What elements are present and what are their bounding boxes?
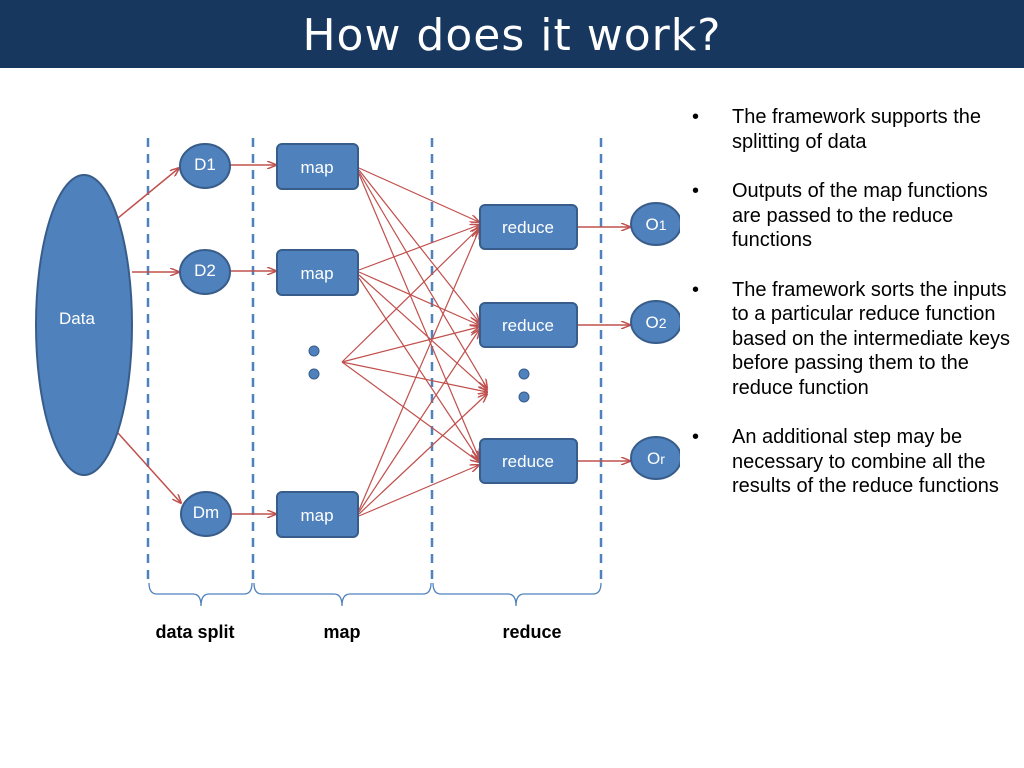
map-node-label: map (300, 158, 333, 177)
output-node-label: O (645, 215, 658, 234)
bullet-text: Outputs of the map functions are passed … (732, 180, 988, 251)
reduce-node-label: reduce (502, 218, 554, 237)
output-node-subscript: 2 (659, 315, 667, 331)
split-node-label: Dm (193, 503, 219, 522)
svg-text:Or: Or (647, 449, 665, 468)
brace (148, 582, 253, 607)
stage-braces (148, 582, 602, 607)
bullet-text: The framework supports the splitting of … (732, 106, 981, 153)
output-node: O2 (630, 300, 680, 344)
arrow (358, 167, 479, 222)
arrow (358, 169, 479, 322)
map-node-label: map (300, 506, 333, 525)
svg-text:O2: O2 (645, 313, 666, 332)
stage-label-reduce: reduce (502, 622, 561, 642)
split-node-label: D2 (194, 261, 216, 280)
arrow (117, 168, 179, 219)
arrow (358, 465, 479, 517)
bullet-list: •The framework supports the splitting of… (690, 105, 1010, 524)
mapreduce-diagram: Data D1 D2 Dm map map map reduce reduc (35, 138, 680, 642)
bullet-text: An additional step may be necessary to c… (732, 426, 999, 497)
reduce-node: reduce (479, 204, 578, 250)
split-node: D2 (179, 249, 231, 295)
title-bar: How does it work? (0, 0, 1024, 68)
reduce-node-label: reduce (502, 316, 554, 335)
bullet-item: •An additional step may be necessary to … (692, 426, 999, 497)
ellipsis-dots (308, 345, 530, 403)
map-node: map (276, 143, 359, 190)
split-arrows (117, 165, 630, 514)
stage-dividers (146, 138, 603, 580)
arrow (341, 361, 487, 392)
bullet-item: •The framework sorts the inputs to a par… (692, 278, 1010, 399)
arrow (117, 432, 181, 503)
arrow (341, 228, 479, 363)
output-node-label: O (645, 313, 658, 332)
shuffle-arrows (341, 167, 487, 517)
output-node-subscript: r (660, 451, 665, 467)
reduce-node-label: reduce (502, 452, 554, 471)
output-node-subscript: 1 (659, 217, 667, 233)
stage-label-data-split: data split (155, 622, 234, 642)
arrow (358, 171, 487, 388)
arrow (358, 230, 479, 511)
arrow (358, 173, 479, 458)
brace (432, 582, 602, 607)
arrow (358, 225, 479, 271)
output-node-label: O (647, 449, 660, 468)
split-node: D1 (179, 143, 231, 189)
data-node: Data (35, 174, 133, 476)
arrow (358, 271, 479, 325)
arrow (341, 361, 479, 462)
svg-text:O1: O1 (645, 215, 666, 234)
output-node: O1 (630, 202, 680, 246)
arrow (358, 274, 487, 390)
map-node-label: map (300, 264, 333, 283)
reduce-node: reduce (479, 302, 578, 348)
page-title: How does it work? (302, 10, 722, 61)
reduce-node: reduce (479, 438, 578, 484)
stage-label-map: map (323, 622, 360, 642)
arrow (341, 327, 479, 363)
output-node: Or (630, 436, 680, 480)
bullet-item: •Outputs of the map functions are passed… (692, 180, 988, 251)
arrow (358, 394, 487, 515)
map-node: map (276, 491, 359, 538)
data-node-label: Data (59, 309, 95, 328)
map-node: map (276, 249, 359, 296)
split-node-label: D1 (194, 155, 216, 174)
brace (253, 582, 432, 607)
arrow (358, 330, 479, 513)
bullet-item: •The framework supports the splitting of… (692, 106, 981, 153)
bullet-text: The framework sorts the inputs to a part… (732, 278, 1010, 399)
split-node: Dm (180, 491, 232, 537)
